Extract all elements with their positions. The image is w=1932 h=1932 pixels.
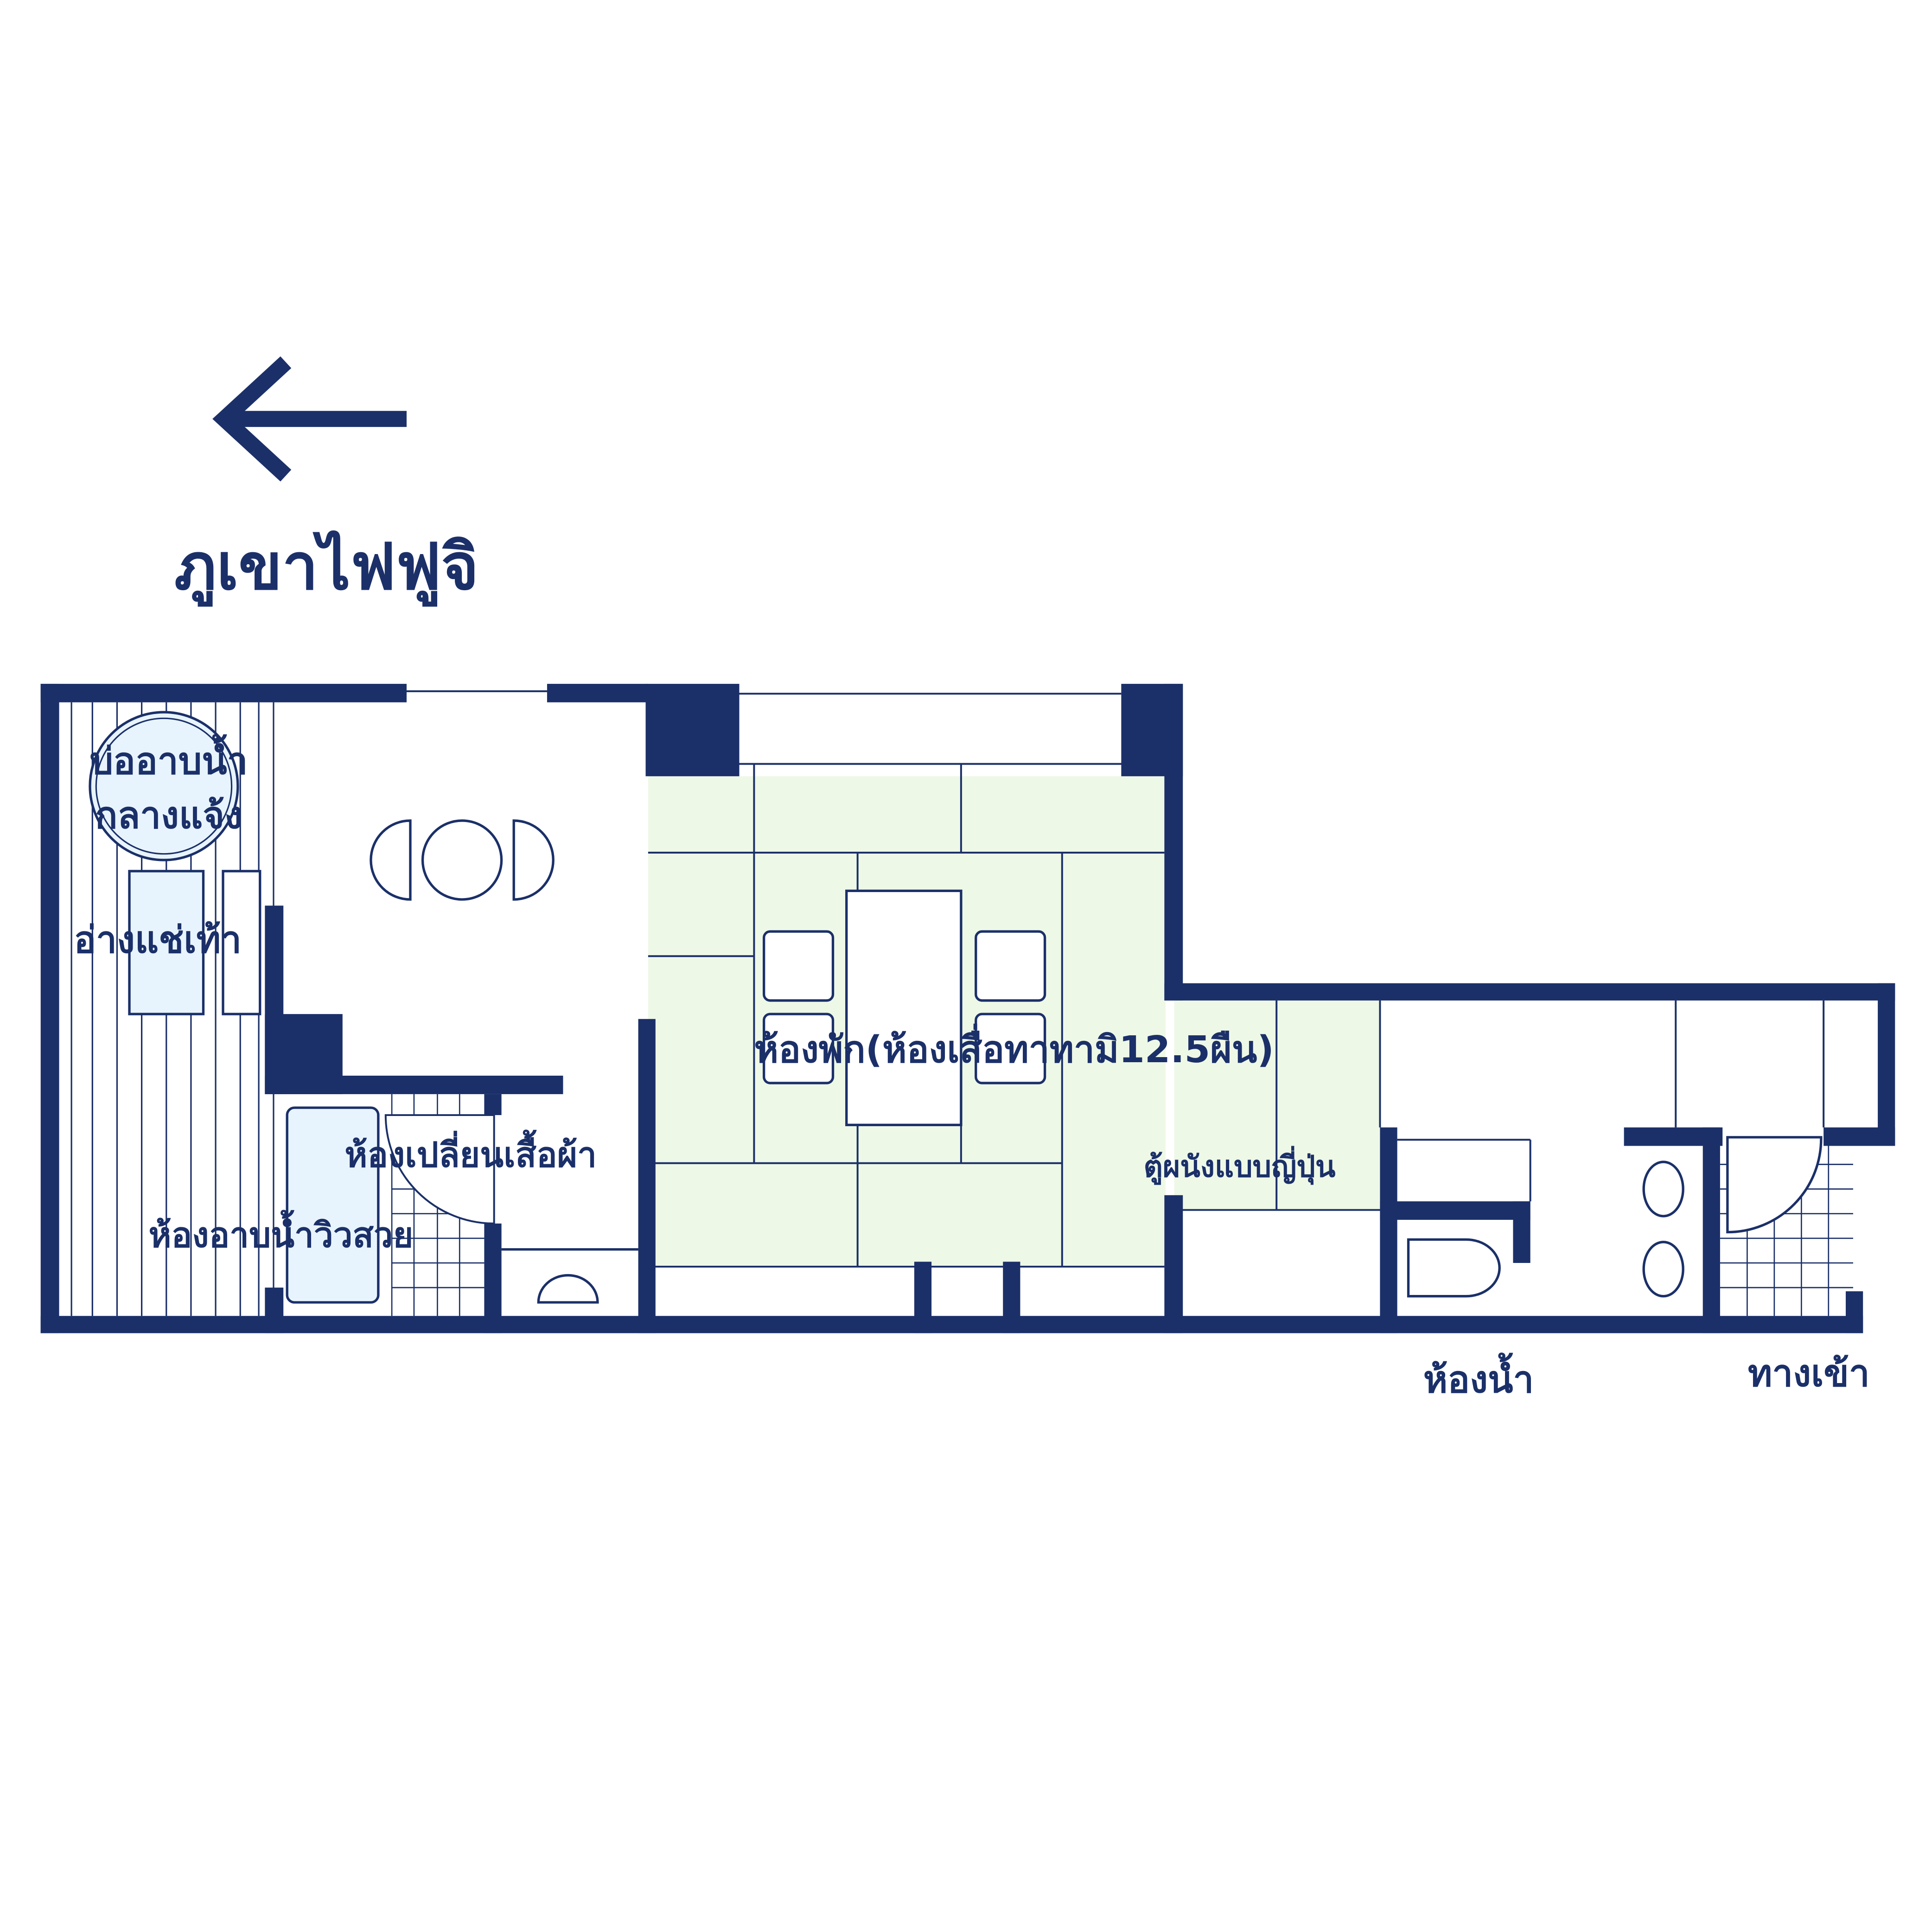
- toilet-label: ห้องน้ำ: [1423, 1352, 1534, 1401]
- door-swing: [384, 1114, 495, 1224]
- changing-room-label: ห้องเปลี่ยนเสื้อผ้า: [344, 1129, 597, 1175]
- entrance-door[interactable]: [1726, 1136, 1823, 1234]
- bathtub: [286, 1106, 380, 1304]
- outdoor-bath-label: บ่ออาบน้ำ: [90, 734, 248, 783]
- main-room-label: ห้องพัก(ห้องเสื่อทาทามิ12.5ผืน): [754, 1023, 1274, 1071]
- sink-icon: [1642, 1241, 1684, 1298]
- foot-bath-label: อ่างแช่เท้า: [74, 918, 242, 961]
- floor-chairs: [763, 930, 1046, 1084]
- sink-icon: [537, 1274, 599, 1304]
- walls: [40, 683, 1895, 1333]
- low-table: [845, 889, 963, 1126]
- closet-label: ตู้ผนังแบบญี่ปุ่น: [1143, 1146, 1335, 1185]
- foot-bath-tub: [128, 870, 205, 1015]
- arrow-left-icon: [212, 356, 407, 482]
- outdoor-bath-tub: [89, 711, 239, 861]
- view-bath-label: ห้องอาบน้ำวิวสวย: [149, 1209, 414, 1255]
- bench: [222, 870, 261, 1015]
- outdoor-bath-label-2: กลางแจ้ง: [95, 794, 242, 837]
- mount-fuji-label: ภูเขาไฟฟูจิ: [174, 529, 479, 607]
- dining-set: [370, 819, 555, 901]
- toilet-icon: [1407, 1238, 1501, 1298]
- entrance-label: ทางเข้า: [1748, 1352, 1870, 1395]
- sink-icon: [1642, 1160, 1684, 1218]
